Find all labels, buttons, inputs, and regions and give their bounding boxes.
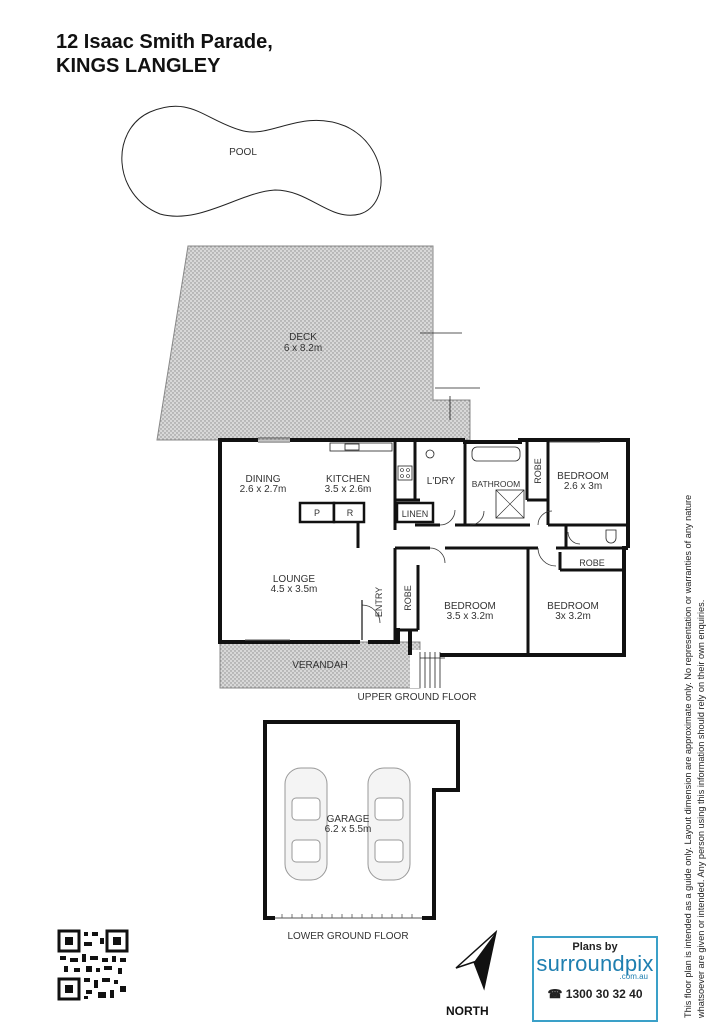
kitchen-label: KITCHEN <box>326 474 370 485</box>
deck-size: 6 x 8.2m <box>284 343 322 354</box>
bedroom3-label: BEDROOM <box>547 601 599 612</box>
lounge-size: 4.5 x 3.5m <box>271 584 318 595</box>
property-title: 12 Isaac Smith Parade, KINGS LANGLEY <box>56 30 273 78</box>
garage-size: 6.2 x 5.5m <box>325 824 372 835</box>
deck-label: DECK <box>289 332 317 343</box>
kitchen-counter <box>329 442 393 452</box>
qr-code-icon <box>57 929 129 1001</box>
upper-floor-label: UPPER GROUND FLOOR <box>358 692 477 703</box>
car-icon <box>284 767 328 881</box>
phone-icon: ☎ <box>547 987 563 1001</box>
car-icon <box>367 767 411 881</box>
bathroom-label: BATHROOM <box>472 479 520 489</box>
fridge-label: R <box>347 508 354 518</box>
brand-name: surroundpix <box>536 951 654 976</box>
garage-label: GARAGE <box>327 814 370 825</box>
robe3-label: ROBE <box>579 558 605 568</box>
verandah-steps <box>419 652 445 688</box>
verandah-label: VERANDAH <box>292 660 348 671</box>
toilet-fixture <box>605 529 617 544</box>
laundry-label: L'DRY <box>427 476 456 487</box>
lounge-label: LOUNGE <box>273 574 316 585</box>
garage-walls <box>263 720 460 920</box>
dining-label: DINING <box>246 474 281 485</box>
pool-label: POOL <box>229 147 257 158</box>
pool-shape <box>121 105 382 217</box>
entry-label: ENTRY <box>374 587 384 617</box>
kitchen-size: 3.5 x 2.6m <box>325 484 372 495</box>
bedroom2-label: BEDROOM <box>444 601 496 612</box>
deck-area <box>156 245 471 441</box>
linen-box <box>395 501 435 524</box>
linen-label: LINEN <box>402 509 429 519</box>
address-line-1: 12 Isaac Smith Parade, <box>56 31 273 53</box>
shower <box>495 489 525 519</box>
bedroom1-label: BEDROOM <box>557 471 609 482</box>
lower-floor-label: LOWER GROUND FLOOR <box>287 931 408 942</box>
address-line-2: KINGS LANGLEY <box>56 55 221 77</box>
brand-phone: ☎ 1300 30 32 40 <box>534 987 656 1001</box>
brand-tagline: Plans by <box>572 941 618 953</box>
brand-domain: .com.au <box>619 972 648 981</box>
disclaimer-line-2: whatsoever are given or intended. Any pe… <box>695 599 706 1018</box>
bedroom1-size: 2.6 x 3m <box>564 481 602 492</box>
disclaimer-line-1: This floor plan is intended as a guide o… <box>683 494 693 1018</box>
bathtub <box>471 446 521 462</box>
robe2-label: ROBE <box>403 585 413 611</box>
bedroom2-size: 3.5 x 3.2m <box>447 611 494 622</box>
brand-phone-number: 1300 30 32 40 <box>565 987 643 1001</box>
interior-walls <box>356 440 628 655</box>
disclaimer: This floor plan is intended as a guide o… <box>682 458 707 1018</box>
dining-size: 2.6 x 2.7m <box>240 484 287 495</box>
pantry-label: P <box>314 508 320 518</box>
fridge-box <box>332 501 366 524</box>
brand-logo: Plans by surroundpix .com.au ☎ 1300 30 3… <box>532 936 658 1022</box>
stovetop <box>397 465 413 481</box>
robe1-label: ROBE <box>533 458 543 484</box>
bedroom3-size: 3x 3.2m <box>555 611 591 622</box>
north-label: NORTH <box>446 1004 489 1018</box>
